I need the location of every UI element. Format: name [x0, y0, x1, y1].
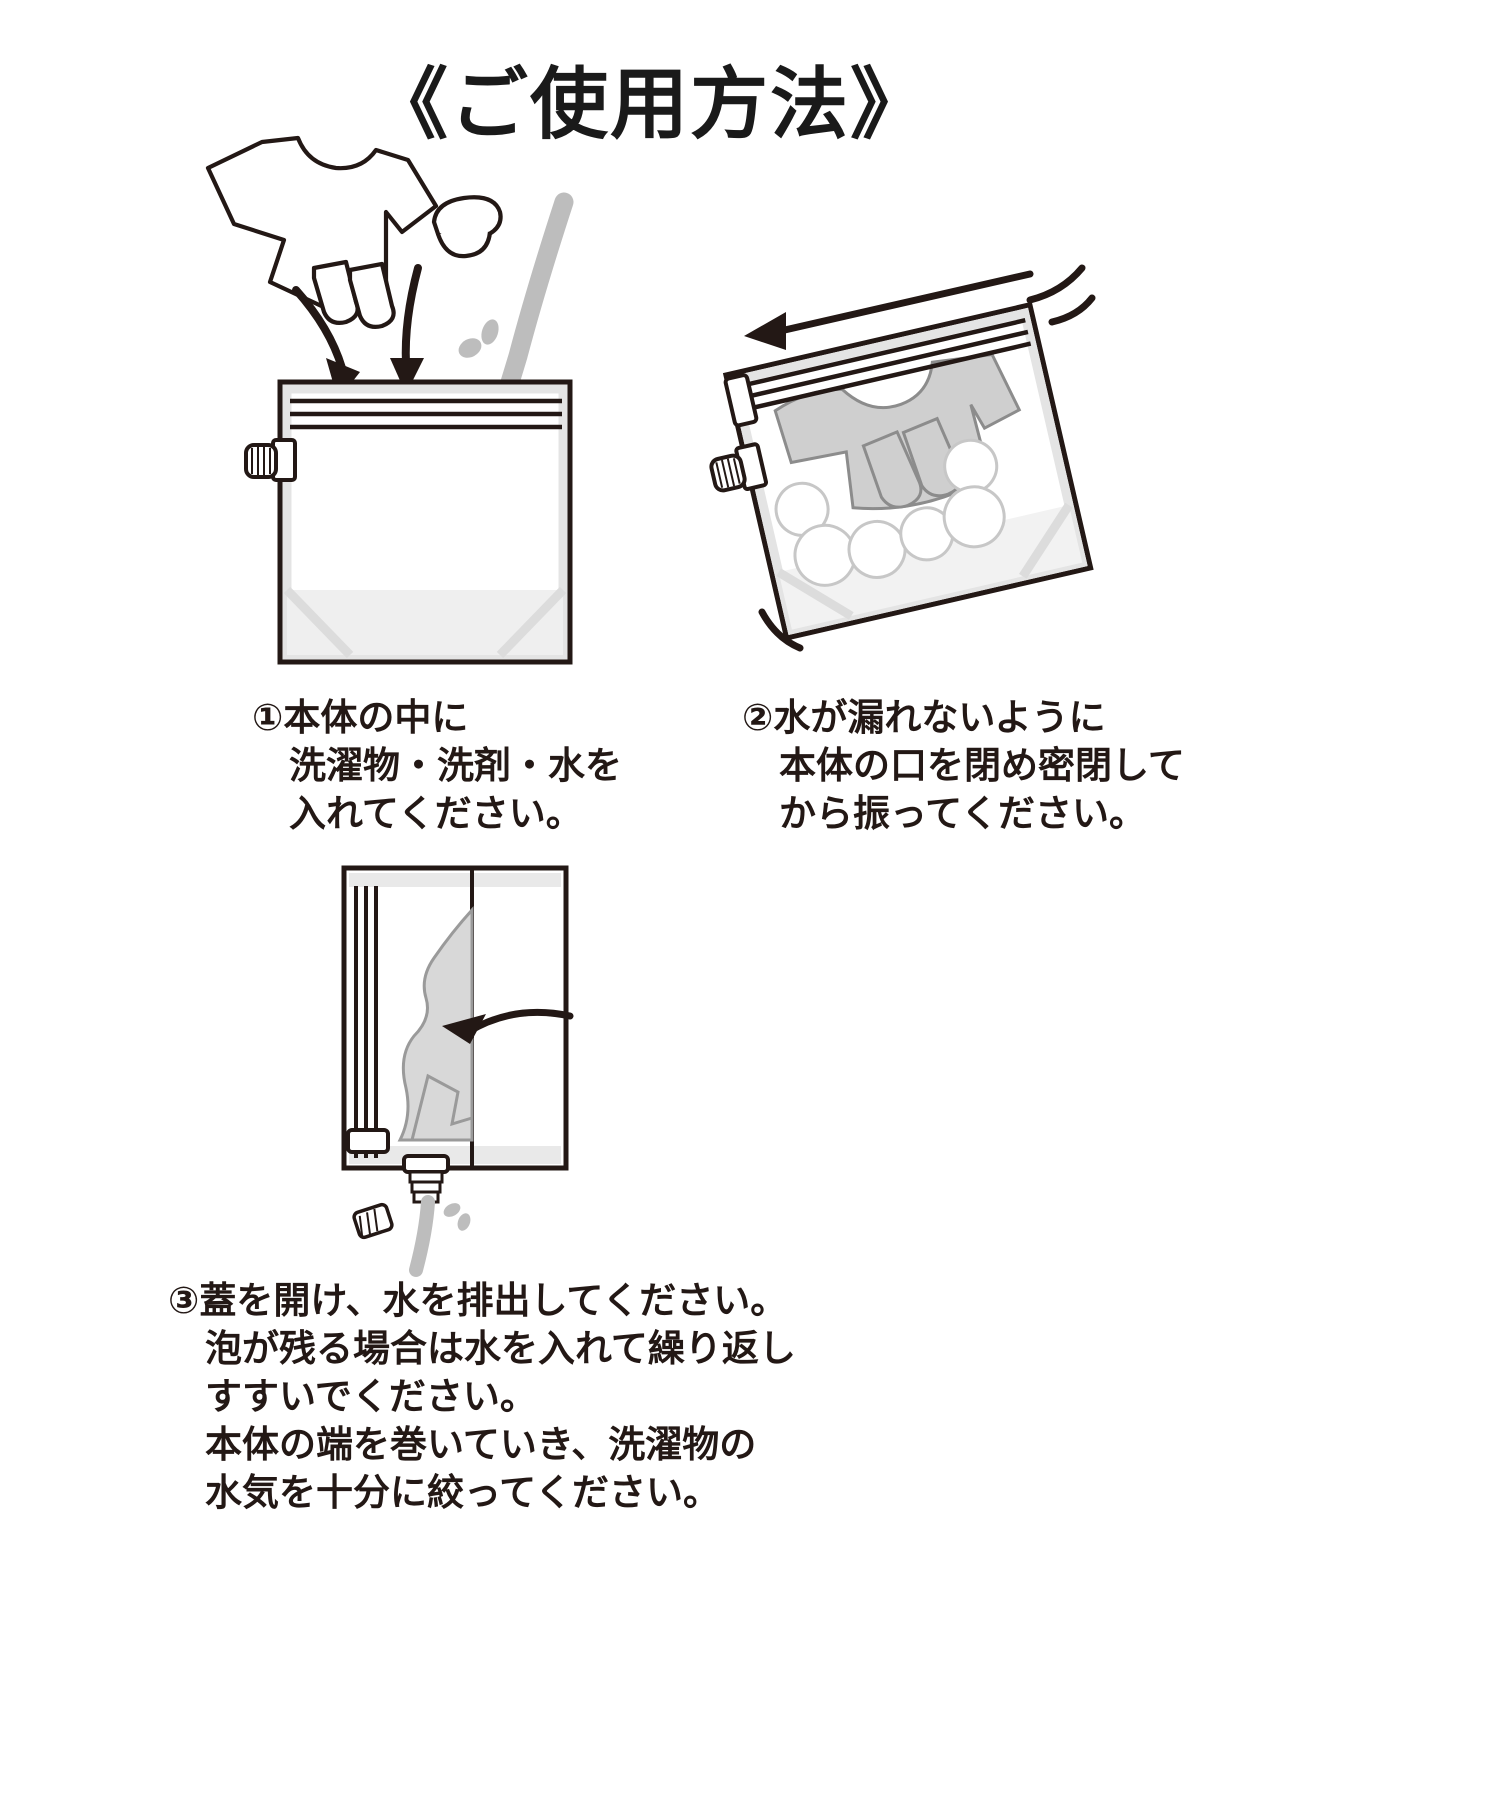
valve-cap-icon[interactable]: [708, 442, 769, 496]
water-stream-icon: [409, 1195, 471, 1277]
zipper-slider-icon[interactable]: [346, 1128, 390, 1154]
valve-cap-icon[interactable]: [244, 438, 297, 482]
arrow-left-icon: [744, 270, 1034, 350]
arrow-down-icon: [390, 264, 424, 394]
step-1-illustration: [150, 120, 620, 680]
step-3-caption: ③蓋を開け、水を排出してください。 泡が残る場合は水を入れて繰り返し すすいでく…: [168, 1279, 796, 1515]
wash-bag-sealed: [708, 301, 1094, 642]
shake-motion-lines-icon: [1026, 264, 1096, 326]
socks-icon: [311, 259, 396, 329]
zipper-icon: [738, 318, 1032, 412]
zipper-slider-icon[interactable]: [723, 373, 759, 428]
laundry-mass-icon: [397, 906, 474, 1142]
valve-cap-icon[interactable]: [402, 1154, 450, 1204]
arrow-down-icon: [292, 286, 360, 400]
detergent-cap-icon: [352, 1202, 394, 1240]
page-title: 《ご使用方法》: [369, 60, 930, 150]
step-2-illustration: [700, 240, 1120, 660]
zipper-icon: [354, 886, 378, 1158]
step-2-caption: ②水が漏れないように 本体の口を閉め密閉して から振ってください。: [742, 696, 1185, 836]
step-1-caption: ①本体の中に 洗濯物・洗剤・水を 入れてください。: [252, 696, 622, 836]
arrow-curved-icon: [442, 1008, 574, 1044]
soap-bubbles-icon: [774, 438, 1006, 587]
zipper-icon: [290, 398, 562, 430]
shake-motion-lines-icon: [758, 608, 804, 652]
wash-bag-rolled: [341, 865, 569, 1171]
step-3-illustration: [300, 840, 630, 1277]
detergent-cap-icon: [431, 195, 503, 259]
wash-bag-open: [244, 379, 573, 665]
